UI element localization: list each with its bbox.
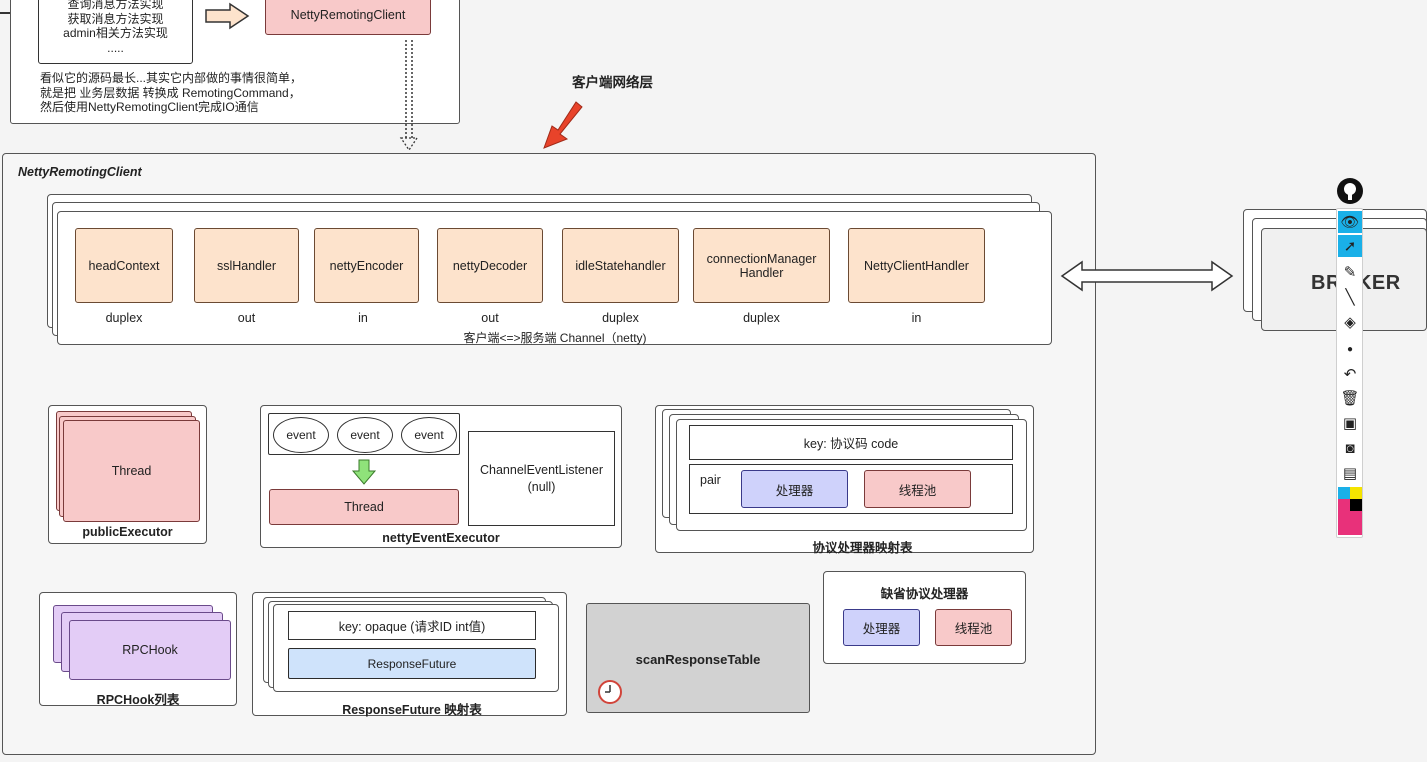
handler-dir-label: duplex [743,311,780,325]
trash-icon[interactable]: 🗑 [1340,390,1360,407]
left-arrow-stub [0,12,10,14]
pen-icon[interactable]: ✎ [1343,264,1357,281]
public-executor-label: publicExecutor [82,525,173,539]
eye-icon[interactable]: 👁 [1338,211,1362,233]
handler-dir-label: duplex [602,311,639,325]
dot-icon[interactable]: ● [1346,343,1354,355]
handler-idle-state: idleStatehandler [562,228,679,303]
handler-netty-encoder: nettyEncoder [314,228,419,303]
color-swatch[interactable] [1338,487,1350,499]
processor-key: key: 协议码 code [689,425,1013,460]
handler-netty-client: NettyClientHandler [848,228,985,303]
default-processor-title: 缺省协议处理器 [880,587,969,601]
handler-dir-label: duplex [105,311,143,325]
event-thread: Thread [269,489,459,525]
description-line: 就是把 业务层数据 转换成 RemotingCommand， [40,85,301,100]
response-future-label: ResponseFuture 映射表 [342,703,482,717]
netty-event-executor-label: nettyEventExecutor [382,531,500,545]
pointer-icon[interactable]: ➚ [1338,235,1362,257]
note-line: ..... [107,40,124,55]
color-swatch[interactable] [1350,487,1362,499]
note-line: admin相关方法实现 [63,26,168,40]
undo-icon[interactable]: ↶ [1343,366,1357,383]
method-note-box: 查询消息方法实现 获取消息方法实现 admin相关方法实现 ..... [38,0,193,64]
handler-netty-decoder: nettyDecoder [437,228,543,303]
green-down-arrow-icon [351,459,377,485]
response-future-value: ResponseFuture [288,648,536,679]
color-palette[interactable] [1338,487,1362,535]
top-client-box: NettyRemotingClient [265,0,431,35]
channel-event-listener: ChannelEventListener (null) [468,431,615,526]
clock-icon [598,680,622,704]
scan-response-table [586,603,810,713]
logo-icon[interactable] [1336,177,1364,205]
pair-label: pair [700,473,721,487]
rpc-hook-item: RPCHook [69,620,231,680]
handler-dir-label: out [237,311,256,325]
clipboard-icon[interactable]: ▤ [1342,465,1358,482]
handler-ssl: sslHandler [194,228,299,303]
eraser-icon[interactable]: ◈ [1344,314,1356,331]
handler-connection-manager: connectionManager Handler [693,228,830,303]
response-key: key: opaque (请求ID int值) [288,611,536,640]
scan-response-label: scanResponseTable [635,652,761,667]
red-arrow-icon [543,101,583,149]
main-panel-title: NettyRemotingClient [18,165,142,179]
block-arrow-right-icon [205,2,250,30]
whiteboard-icon[interactable]: ▣ [1342,415,1358,432]
note-line: 获取消息方法实现 [67,11,164,26]
bidirectional-arrow-icon [1060,260,1234,292]
dotted-connector [399,40,419,152]
network-layer-label: 客户端网络层 [572,75,653,90]
annotation-toolbar: 👁 ➚ ✎ ╲ ◈ ● ↶ 🗑 ▣ ◙ ▤ [1336,208,1363,538]
camera-icon[interactable]: ◙ [1345,439,1355,457]
public-executor-thread: Thread [63,420,200,522]
processor-table-label: 协议处理器映射表 [812,541,913,555]
handler-dir-label: in [911,311,922,325]
handler-dir-label: out [481,311,499,325]
event-item: event [273,417,329,453]
default-processor-handler: 处理器 [843,609,920,646]
processor-handler: 处理器 [741,470,848,508]
default-processor-thread-pool: 线程池 [935,609,1012,646]
note-line: 查询消息方法实现 [67,0,164,11]
event-item: event [401,417,457,453]
handler-head-context: headContext [75,228,173,303]
description-line: 然后使用NettyRemotingClient完成IO通信 [40,100,259,114]
event-item: event [337,417,393,453]
description-text: 看似它的源码最长...其实它内部做的事情很简单， 就是把 业务层数据 转换成 R… [40,71,340,115]
color-swatch[interactable] [1350,499,1362,511]
line-icon[interactable]: ╲ [1345,289,1355,306]
description-line: 看似它的源码最长...其实它内部做的事情很简单， [40,71,303,85]
processor-thread-pool: 线程池 [864,470,971,508]
handler-dir-label: in [358,311,368,325]
channel-caption: 客户端<=>服务端 Channel（netty) [463,331,647,345]
rpc-hook-label: RPCHook列表 [96,693,180,707]
